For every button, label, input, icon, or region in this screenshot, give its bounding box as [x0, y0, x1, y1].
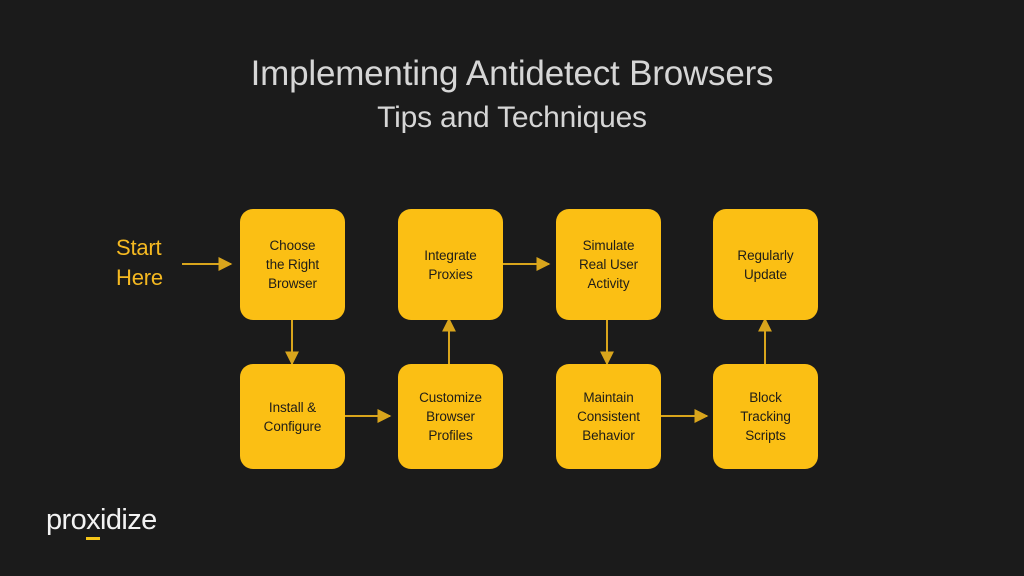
logo-text-after: idize — [100, 504, 157, 536]
logo-letter-x-glyph: x — [86, 504, 101, 536]
start-here-line-2: Here — [116, 265, 163, 290]
title-block: Implementing Antidetect Browsers Tips an… — [0, 52, 1024, 138]
logo-underline-accent — [86, 537, 101, 540]
flow-node-install-and-configure[interactable]: Install &Configure — [240, 364, 345, 469]
start-here-label: Start Here — [116, 233, 226, 293]
logo-letter-x: x — [86, 502, 101, 540]
flow-node-label: Install &Configure — [263, 399, 322, 434]
start-here-line-1: Start — [116, 235, 162, 260]
logo-text-before: pro — [46, 504, 87, 536]
page-title: Implementing Antidetect Browsers — [250, 54, 774, 93]
page-subtitle: Tips and Techniques — [377, 101, 647, 134]
